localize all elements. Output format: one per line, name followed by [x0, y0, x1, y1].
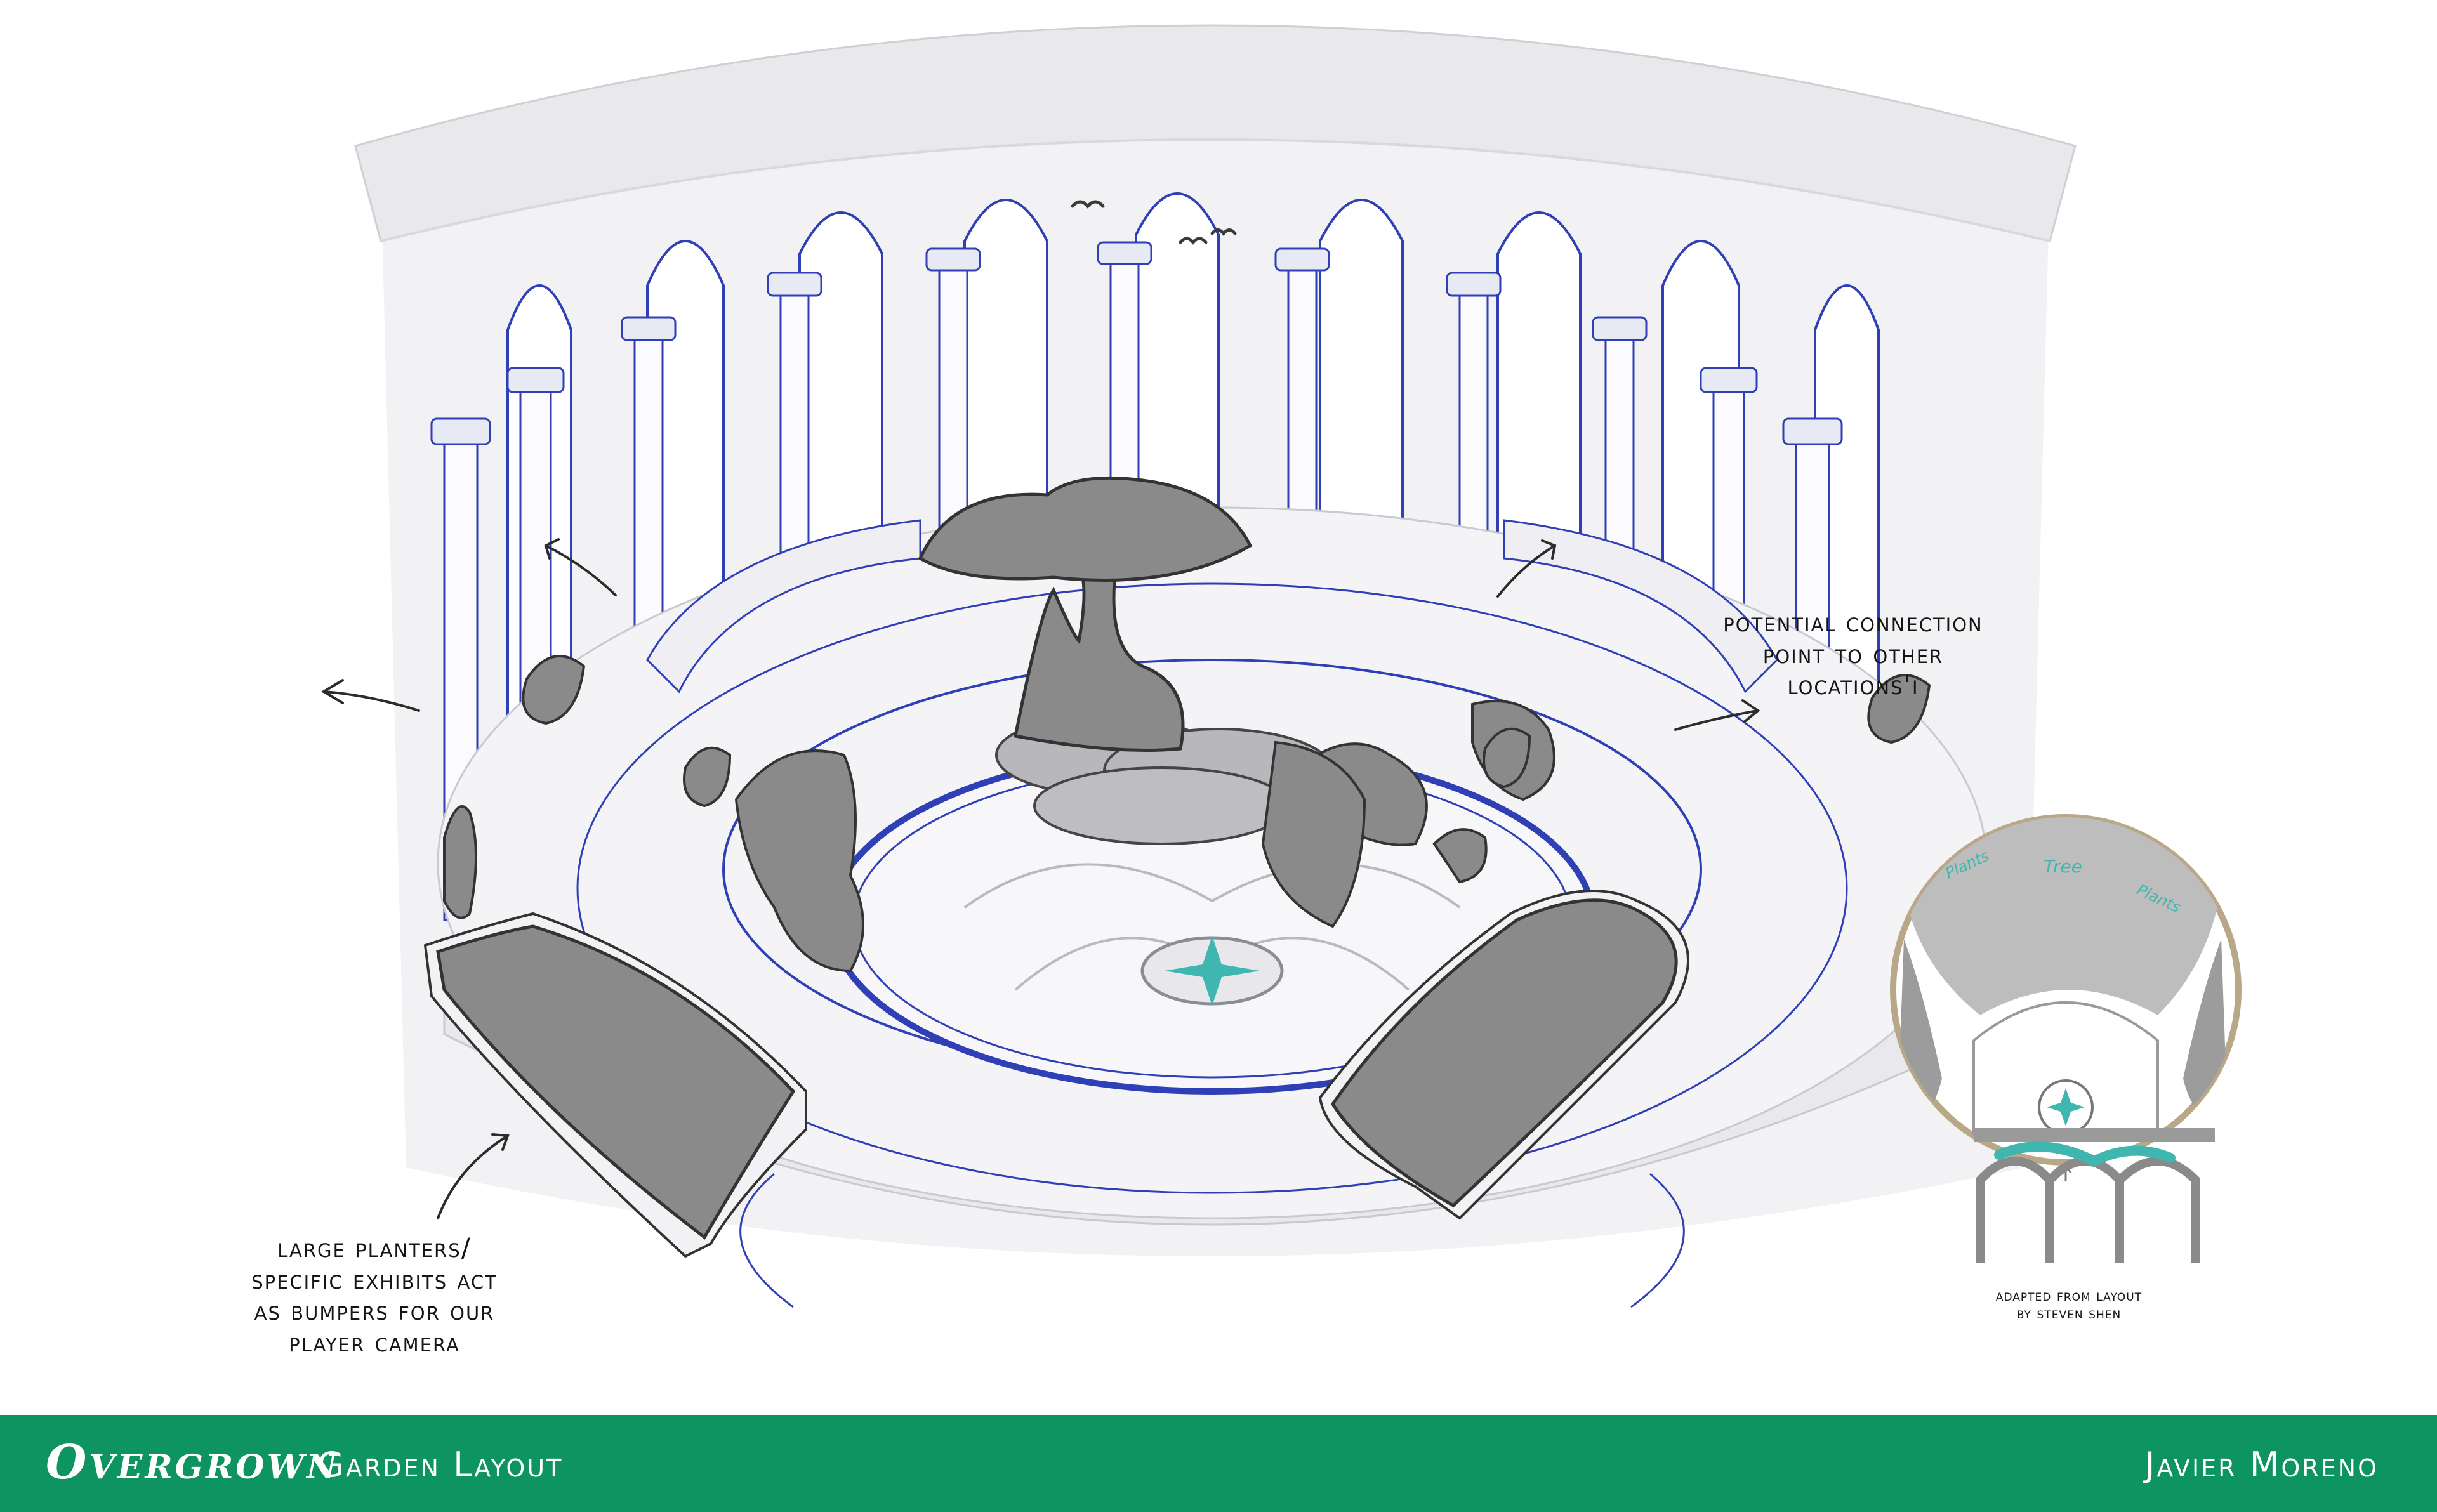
planters-note: LARGE PLANTERS/ SPECIFIC EXHIBITS ACT AS… [251, 1232, 498, 1358]
arrow-right-icon [1674, 699, 1760, 731]
footer-bar: Overgrown Garden Layout Javier Moreno [0, 1415, 2437, 1512]
thumbnail-label-center: Tree [2044, 856, 2082, 877]
direction-arrows [321, 538, 1760, 1219]
section-title: Garden Layout [317, 1445, 564, 1485]
planter-left [423, 912, 807, 1258]
foliage-sketches [443, 655, 1931, 973]
inner-railing [646, 519, 1778, 694]
brand-logo: Overgrown [46, 1435, 340, 1490]
planter-right [1318, 890, 1689, 1220]
author-name: Javier Moreno [2144, 1445, 2379, 1485]
column-capitals [430, 241, 1843, 445]
garden-layout-illustration: Plants Tree Plants [321, 24, 2242, 1308]
arrow-back-left-icon [544, 538, 617, 596]
credit-note: ADAPTED FROM LAYOUT BY STEVEN SHEN [1995, 1287, 2143, 1323]
arrow-back-right-icon [1496, 539, 1557, 598]
connection-note: POTENTIAL CONNECTION POINT TO OTHER LOCA… [1723, 607, 1983, 701]
reference-elevation-thumbnail [1974, 1128, 2215, 1263]
birds-sketch [1071, 200, 1237, 245]
arrow-planter-pointer-icon [437, 1133, 510, 1219]
arrow-left-icon [321, 679, 420, 712]
